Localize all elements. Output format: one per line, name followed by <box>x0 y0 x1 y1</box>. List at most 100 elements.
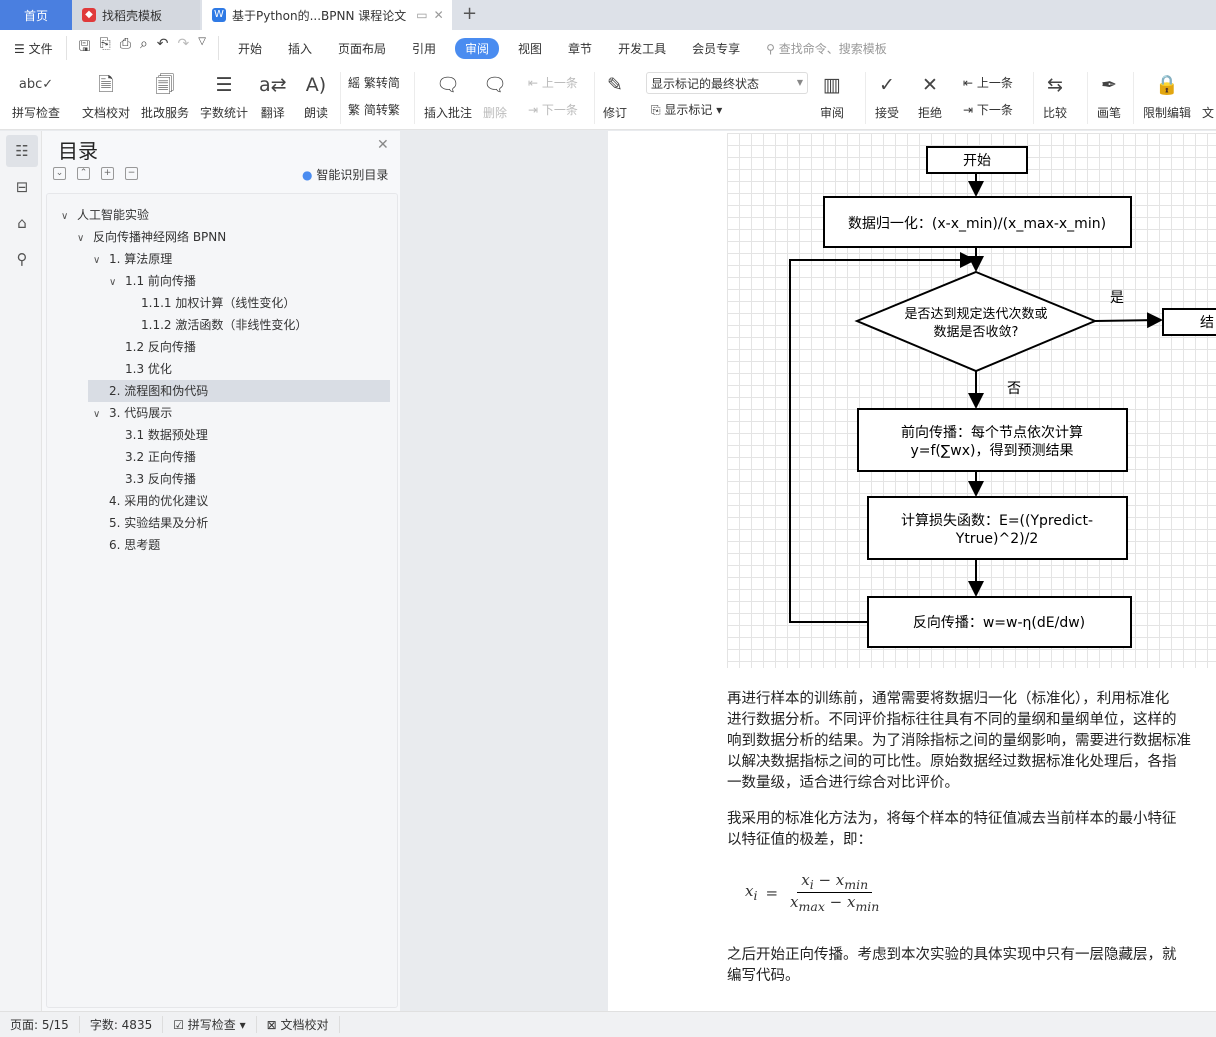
redo-icon[interactable]: ↷ <box>177 36 190 52</box>
chevron-down-icon[interactable]: ∨ <box>93 409 101 420</box>
tab-home[interactable]: 首页 <box>0 0 72 30</box>
expand-down-icon[interactable]: ⌄ <box>53 167 66 180</box>
toc-item[interactable]: 3.2 正向传播 <box>47 446 349 468</box>
toc-item-label: 3.3 反向传播 <box>125 472 196 486</box>
formula-lhs: x <box>745 882 754 900</box>
menu-view[interactable]: 视图 <box>518 41 543 56</box>
toc-item[interactable]: 1.1.2 激活函数（非线性变化） <box>47 314 349 336</box>
show-markup-label: 显示标记 <box>664 103 713 117</box>
toc-item[interactable]: 1.2 反向传播 <box>47 336 349 358</box>
menu-review[interactable]: 审阅 <box>455 37 500 59</box>
new-tab-button[interactable]: + <box>462 3 478 24</box>
toc-item[interactable]: 5. 实验结果及分析 <box>47 512 349 534</box>
print-icon[interactable]: ⎙ <box>119 36 131 52</box>
toc-item[interactable]: ∨3. 代码展示 <box>47 402 349 424</box>
menu-references[interactable]: 引用 <box>412 41 437 56</box>
pin-icon[interactable]: ▭ <box>416 8 428 22</box>
sub-i: i <box>809 877 814 892</box>
proof-icon: 🗎 <box>98 74 114 96</box>
side-rail: ☷ ⊟ ⌂ ⚲ <box>0 131 42 1011</box>
flowchart-svg: 开始 数据归一化：(x-x_min)/(x_max-x_min) 是否达到规定迭… <box>789 146 1216 648</box>
grading-button[interactable]: 🗐批改服务 <box>141 70 189 121</box>
doc-button[interactable]: 文 <box>1202 70 1214 121</box>
toc-item[interactable]: ∨1. 算法原理 <box>47 248 349 270</box>
restrict-edit-button[interactable]: 🔒限制编辑 <box>1143 70 1191 121</box>
word-count[interactable]: 字数: 4835 <box>80 1016 164 1033</box>
s2t-button[interactable]: 繁 简转繁 <box>348 103 400 117</box>
word-count-button[interactable]: ☰字数统计 <box>200 70 248 121</box>
toc-item[interactable]: 1.3 优化 <box>47 358 349 380</box>
preview-icon[interactable]: ⌕ <box>139 36 148 52</box>
read-aloud-icon: A) <box>305 74 327 96</box>
menu-start[interactable]: 开始 <box>237 41 262 56</box>
prev-comment-button[interactable]: ⇤ 上一条 <box>528 76 578 90</box>
search-icon[interactable]: ⚲ <box>16 250 28 268</box>
tab-template[interactable]: ◆找稻壳模板 <box>72 0 200 30</box>
t2s-button[interactable]: 䌊 繁转简 <box>348 76 400 90</box>
close-tab-icon[interactable]: ✕ <box>433 8 444 22</box>
export-icon[interactable]: ⎘ <box>99 36 111 52</box>
toc-item[interactable]: ∨反向传播神经网络 BPNN <box>47 226 349 248</box>
toc-icon[interactable]: ☷ <box>6 135 38 167</box>
insert-comment-button[interactable]: 🗨插入批注 <box>424 70 472 121</box>
menu-section[interactable]: 章节 <box>568 41 593 56</box>
reject-button[interactable]: ✕拒绝 <box>918 70 942 121</box>
compare-button[interactable]: ⇆比较 <box>1043 70 1067 121</box>
prev-change-button[interactable]: ⇤ 上一条 <box>963 76 1013 90</box>
toc-item[interactable]: 6. 思考题 <box>47 534 349 556</box>
next-change-button[interactable]: ⇥ 下一条 <box>963 103 1013 117</box>
toc-item[interactable]: 1.1.1 加权计算（线性变化） <box>47 292 349 314</box>
pen-button[interactable]: ✒画笔 <box>1097 70 1121 121</box>
toc-item-label: 6. 思考题 <box>109 538 161 552</box>
spell-check-status[interactable]: ☑ 拼写检查 ▾ <box>163 1016 257 1033</box>
doc-proof-button[interactable]: 🗎文档校对 <box>82 70 130 121</box>
comment-add-icon: 🗨 <box>435 74 461 96</box>
menu-member[interactable]: 会员专享 <box>692 41 741 56</box>
undo-icon[interactable]: ↶ <box>156 36 169 52</box>
chevron-down-icon[interactable]: ∨ <box>93 255 101 266</box>
translate-button[interactable]: a⇄翻译 <box>259 70 287 121</box>
accept-button[interactable]: ✓接受 <box>875 70 899 121</box>
markup-state-select[interactable]: 显示标记的最终状态▼ <box>646 72 808 94</box>
expand-all-icon[interactable]: + <box>101 167 114 180</box>
toc-item[interactable]: 3.1 数据预处理 <box>47 424 349 446</box>
loop-arrow <box>789 252 976 623</box>
page-indicator[interactable]: 页面: 5/15 <box>0 1016 80 1033</box>
more-icon[interactable]: ▽ <box>198 36 206 47</box>
chevron-down-icon[interactable]: ∨ <box>77 233 85 244</box>
menu-developer[interactable]: 开发工具 <box>618 41 667 56</box>
file-menu[interactable]: ☰ 文件 <box>0 40 66 57</box>
spell-status-label: 拼写检查 <box>187 1018 236 1032</box>
review-pane-button[interactable]: ▥审阅 <box>820 70 844 121</box>
read-aloud-button[interactable]: A)朗读 <box>304 70 328 121</box>
save-icon[interactable]: 🖫 <box>78 39 91 55</box>
close-icon[interactable]: ✕ <box>377 137 389 153</box>
doc-proof-status[interactable]: ⊠ 文档校对 <box>257 1016 340 1033</box>
collapse-up-icon[interactable]: ⌃ <box>77 167 90 180</box>
toc-item[interactable]: 4. 采用的优化建议 <box>47 490 349 512</box>
track-changes-button[interactable]: ✎修订 <box>603 70 627 121</box>
toc-item-label: 1.3 优化 <box>125 362 172 376</box>
toc-item[interactable]: 3.3 反向传播 <box>47 468 349 490</box>
smart-toc-button[interactable]: ● 智能识别目录 <box>302 166 388 183</box>
paragraph: 我采用的标准化方法为，将每个样本的特征值减去当前样本的最小特征 以特征值的极差，… <box>727 811 1177 848</box>
chevron-down-icon[interactable]: ∨ <box>109 277 117 288</box>
toc-item[interactable]: ∨1.1 前向传播 <box>47 270 349 292</box>
collapse-all-icon[interactable]: − <box>125 167 138 180</box>
show-markup-button[interactable]: ⎘ 显示标记 ▾ <box>651 103 723 117</box>
menu-insert[interactable]: 插入 <box>287 41 312 56</box>
delete-comment-button[interactable]: 🗨删除 <box>483 70 507 121</box>
review-toolbar: abc✓拼写检查 🗎文档校对 🗐批改服务 ☰字数统计 a⇄翻译 A)朗读 䌊 繁… <box>0 66 1216 130</box>
command-search[interactable]: ⚲ 查找命令、搜索模板 <box>753 40 900 57</box>
spell-check-button[interactable]: abc✓拼写检查 <box>12 70 60 121</box>
toc-item[interactable]: ∨人工智能实验 <box>47 204 349 226</box>
next-comment-button[interactable]: ⇥ 下一条 <box>528 103 578 117</box>
chevron-down-icon[interactable]: ∨ <box>61 211 69 222</box>
navigation-icon[interactable]: ⊟ <box>15 178 29 196</box>
toc-item[interactable]: 2. 流程图和伪代码 <box>88 380 390 402</box>
bookmark-icon[interactable]: ⌂ <box>17 214 27 232</box>
spell-icon: ☑ <box>173 1018 188 1032</box>
menu-layout[interactable]: 页面布局 <box>337 41 386 56</box>
